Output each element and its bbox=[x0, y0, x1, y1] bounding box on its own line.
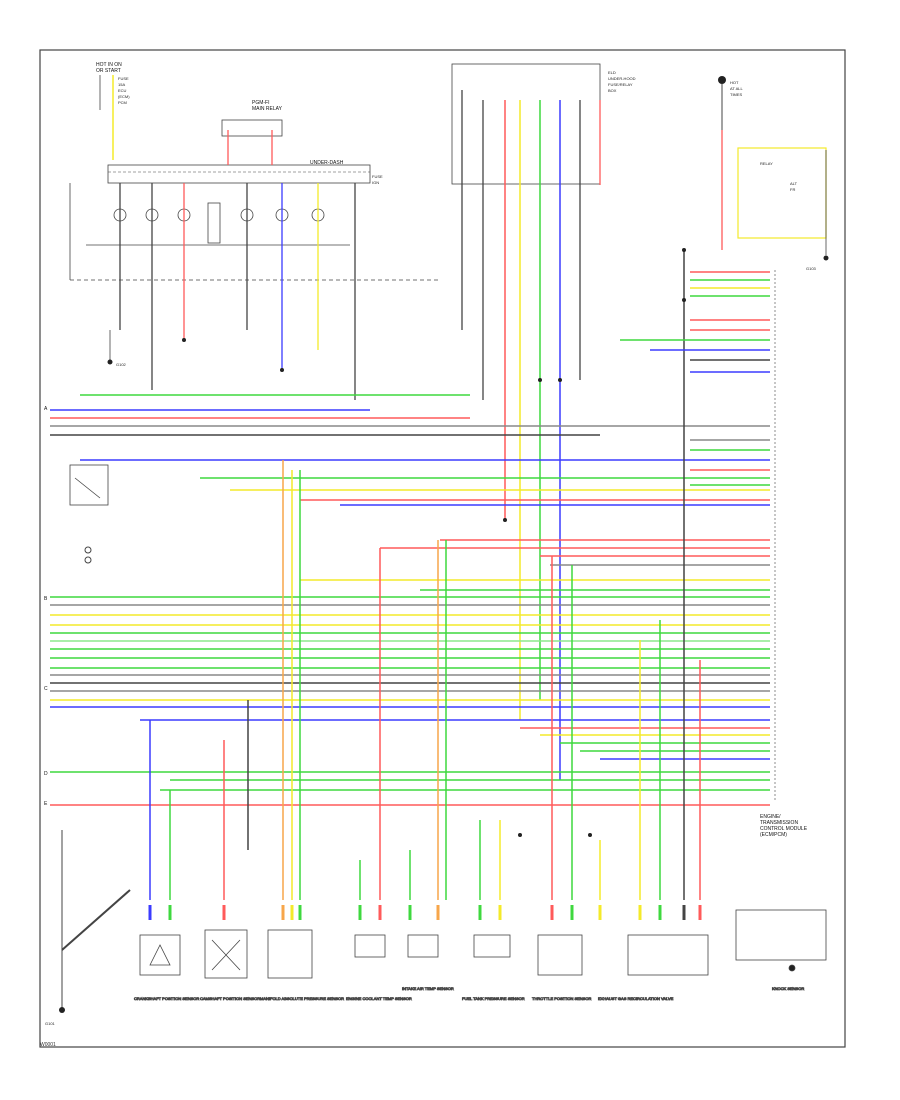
svg-text:BOX: BOX bbox=[608, 88, 617, 93]
fuse-box-label: UNDER-DASH bbox=[310, 160, 344, 166]
svg-text:ALT: ALT bbox=[790, 181, 798, 186]
svg-text:TIMES: TIMES bbox=[730, 92, 743, 97]
connector-labels: A B C D E bbox=[44, 406, 48, 807]
svg-text:(ECM): (ECM) bbox=[118, 94, 130, 99]
svg-text:AT ALL: AT ALL bbox=[730, 86, 744, 91]
sensor-connector-ticks bbox=[148, 905, 702, 920]
knock-sensor-label: KNOCK SENSOR bbox=[772, 986, 804, 991]
svg-text:FUSE: FUSE bbox=[118, 76, 129, 81]
svg-text:FUSE: FUSE bbox=[372, 174, 383, 179]
diagram-border bbox=[39, 49, 846, 1048]
connector-a: A bbox=[44, 406, 48, 412]
ecm-label-2: TRANSMISSION bbox=[760, 820, 798, 826]
left-relay bbox=[69, 464, 109, 564]
main-relay-label-2: MAIN RELAY bbox=[252, 106, 283, 112]
ecm-pin-column: ENGINE/ TRANSMISSION CONTROL MODULE (ECM… bbox=[760, 270, 808, 838]
svg-text:PCM: PCM bbox=[118, 100, 127, 105]
ect-sensor: ENGINE COOLANT TEMP SENSOR bbox=[346, 934, 412, 1001]
connector-b: B bbox=[44, 596, 48, 602]
horizontal-wires bbox=[50, 394, 770, 806]
cam-sensor-label: CAMSHAFT POSITION SENSOR bbox=[200, 996, 260, 1001]
egr-valve: EXHAUST GAS RECIRCULATION VALVE bbox=[598, 934, 709, 1001]
crank-sensor-label: CRANKSHAFT POSITION SENSOR bbox=[134, 996, 199, 1001]
connector-d: D bbox=[44, 771, 48, 777]
vertical-wires bbox=[149, 250, 701, 900]
ground-g101: G101 bbox=[45, 1021, 56, 1026]
ecm-label-1: ENGINE/ bbox=[760, 814, 781, 820]
svg-text:ECU: ECU bbox=[118, 88, 127, 93]
main-relay: PGM-FI MAIN RELAY bbox=[221, 100, 283, 165]
camshaft-position-sensor: CAMSHAFT POSITION SENSOR bbox=[200, 929, 261, 1001]
crankshaft-position-sensor: CRANKSHAFT POSITION SENSOR bbox=[134, 934, 200, 1001]
left-ground-sensor: G101 bbox=[45, 830, 131, 1026]
throttle-position-sensor: THROTTLE POSITION SENSOR bbox=[532, 934, 592, 1001]
fuel-tank-pressure-sensor: FUEL TANK PRESSURE SENSOR bbox=[462, 934, 525, 1001]
page-code: W0001 bbox=[40, 1042, 56, 1048]
knock-sensor: KNOCK SENSOR bbox=[735, 909, 827, 991]
connector-c: C bbox=[44, 686, 48, 692]
splice-points bbox=[182, 248, 686, 837]
ground-g103-label: G103 bbox=[806, 266, 817, 271]
ecm-pin-wires bbox=[620, 271, 770, 486]
fuse-symbols bbox=[69, 183, 440, 281]
svg-text:15A: 15A bbox=[118, 82, 125, 87]
svg-text:RELAY: RELAY bbox=[760, 161, 773, 166]
iat-sensor-label: INTAKE AIR TEMP SENSOR bbox=[402, 986, 454, 991]
fuse-drops bbox=[119, 183, 356, 400]
main-relay-label-1: PGM-FI bbox=[252, 100, 270, 106]
ground-g102: G102 bbox=[107, 330, 127, 367]
svg-text:ELD: ELD bbox=[608, 70, 616, 75]
tps-sensor-label: THROTTLE POSITION SENSOR bbox=[532, 996, 591, 1001]
egr-valve-label: EXHAUST GAS RECIRCULATION VALVE bbox=[598, 996, 674, 1001]
svg-text:IGN: IGN bbox=[372, 180, 379, 185]
hot-in-run-label-1: HOT IN ON bbox=[96, 62, 122, 68]
iat-sensor: INTAKE AIR TEMP SENSOR bbox=[402, 934, 454, 991]
ect-sensor-label: ENGINE COOLANT TEMP SENSOR bbox=[346, 996, 412, 1001]
map-sensor-label: MANIFOLD ABSOLUTE PRESSURE SENSOR bbox=[260, 996, 344, 1001]
svg-text:FR: FR bbox=[790, 187, 795, 192]
svg-text:HOT: HOT bbox=[730, 80, 739, 85]
hot-in-run-label-2: OR START bbox=[96, 68, 121, 74]
sensor-row: CRANKSHAFT POSITION SENSOR CAMSHAFT POSI… bbox=[134, 909, 827, 1001]
connector-e: E bbox=[44, 801, 48, 807]
ground-g102-label: G102 bbox=[116, 362, 127, 367]
svg-text:UNDER-HOOD: UNDER-HOOD bbox=[608, 76, 636, 81]
ftp-sensor-label: FUEL TANK PRESSURE SENSOR bbox=[462, 996, 525, 1001]
ecm-label-4: (ECM/PCM) bbox=[760, 832, 787, 838]
map-sensor: MANIFOLD ABSOLUTE PRESSURE SENSOR bbox=[260, 929, 345, 1001]
ground-g103: G103 bbox=[806, 255, 829, 271]
ecm-label-3: CONTROL MODULE bbox=[760, 826, 808, 832]
svg-text:FUSE/RELAY: FUSE/RELAY bbox=[608, 82, 633, 87]
